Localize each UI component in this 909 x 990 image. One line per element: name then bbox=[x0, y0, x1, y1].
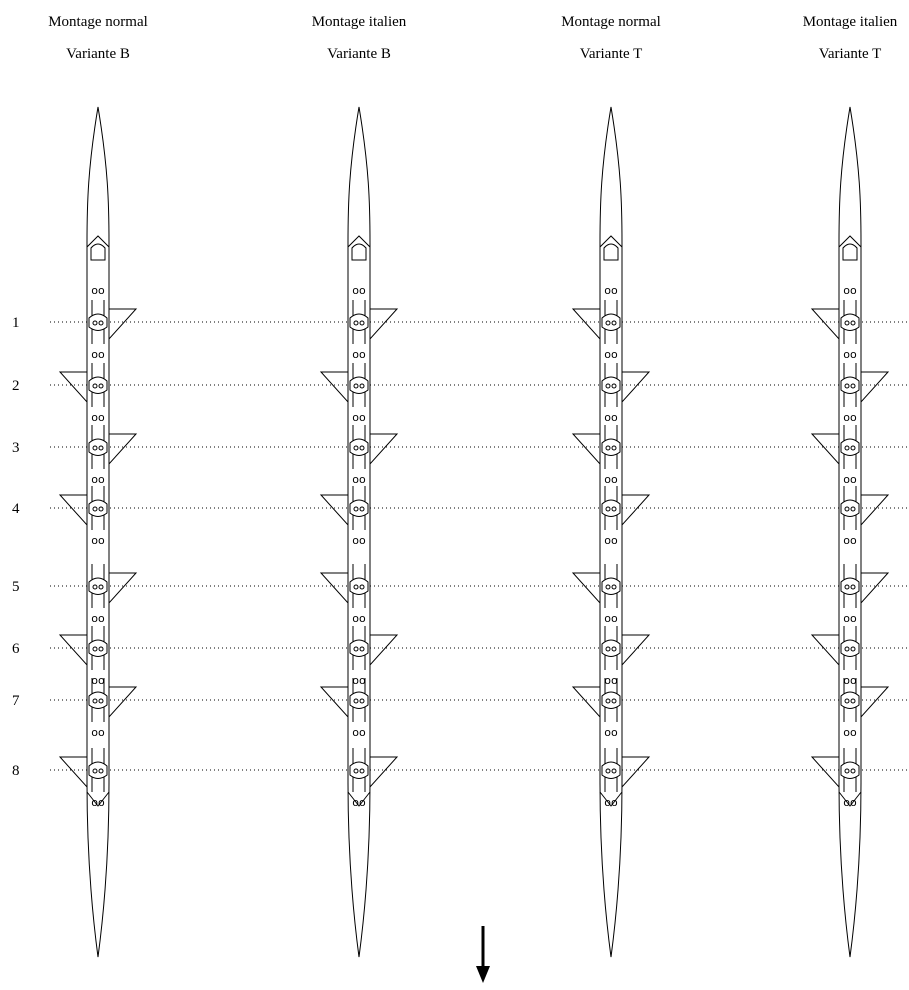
arrow-down-icon bbox=[476, 926, 490, 983]
rigger-left bbox=[571, 572, 601, 605]
svg-text:oo: oo bbox=[604, 534, 618, 547]
svg-text:oo: oo bbox=[843, 726, 857, 739]
rigger-left bbox=[810, 634, 840, 667]
seat-number-label: 1 bbox=[12, 315, 20, 331]
rigger-right bbox=[621, 371, 651, 404]
rigger-left bbox=[58, 634, 88, 667]
svg-text:oo: oo bbox=[352, 284, 366, 297]
seat-number-label: 2 bbox=[12, 378, 20, 394]
svg-text:oo: oo bbox=[91, 473, 105, 486]
rigger-left bbox=[571, 308, 601, 341]
rigger-right bbox=[860, 371, 890, 404]
svg-text:oo: oo bbox=[604, 411, 618, 424]
svg-text:oo: oo bbox=[91, 674, 105, 687]
seat-number-label: 3 bbox=[12, 440, 20, 456]
rigger-right bbox=[108, 572, 138, 605]
svg-text:oo: oo bbox=[352, 411, 366, 424]
boat-title-line2: Variante B bbox=[327, 46, 391, 62]
boat: oo oo oo oo oo oo oo oo oo bbox=[810, 106, 890, 958]
svg-text:oo: oo bbox=[604, 726, 618, 739]
boat-title-line2: Variante T bbox=[580, 46, 643, 62]
svg-text:oo: oo bbox=[352, 674, 366, 687]
rigger-right bbox=[860, 686, 890, 719]
svg-text:oo: oo bbox=[604, 674, 618, 687]
rigger-right bbox=[860, 494, 890, 527]
rigger-left bbox=[571, 433, 601, 466]
svg-text:oo: oo bbox=[91, 796, 105, 809]
boat: oo oo oo oo oo oo oo oo oo bbox=[571, 106, 651, 958]
rigger-left bbox=[319, 686, 349, 719]
rigger-left bbox=[58, 756, 88, 789]
boat-title-line1: Montage italien bbox=[312, 14, 407, 30]
rigger-right bbox=[108, 433, 138, 466]
svg-text:oo: oo bbox=[91, 726, 105, 739]
seat-number-label: 8 bbox=[12, 763, 20, 779]
svg-text:oo: oo bbox=[604, 612, 618, 625]
rigger-right bbox=[369, 756, 399, 789]
rigger-right bbox=[621, 634, 651, 667]
boat: oo oo oo oo oo oo oo oo oo bbox=[58, 106, 138, 958]
svg-text:oo: oo bbox=[604, 348, 618, 361]
rigger-left bbox=[319, 371, 349, 404]
svg-text:oo: oo bbox=[843, 348, 857, 361]
svg-text:oo: oo bbox=[352, 796, 366, 809]
rigger-left bbox=[58, 494, 88, 527]
boat-title-line2: Variante T bbox=[819, 46, 882, 62]
boat-hull bbox=[347, 106, 371, 958]
rigger-left bbox=[810, 433, 840, 466]
rigger-left bbox=[319, 572, 349, 605]
svg-text:oo: oo bbox=[843, 284, 857, 297]
rigger-right bbox=[108, 686, 138, 719]
svg-text:oo: oo bbox=[91, 534, 105, 547]
svg-text:oo: oo bbox=[91, 411, 105, 424]
svg-text:oo: oo bbox=[91, 612, 105, 625]
svg-text:oo: oo bbox=[352, 612, 366, 625]
seat-guide-lines bbox=[50, 321, 909, 771]
svg-text:oo: oo bbox=[91, 284, 105, 297]
svg-text:oo: oo bbox=[604, 284, 618, 297]
svg-text:oo: oo bbox=[843, 534, 857, 547]
rigger-right bbox=[369, 308, 399, 341]
svg-text:oo: oo bbox=[91, 348, 105, 361]
boat-title-line2: Variante B bbox=[66, 46, 130, 62]
svg-text:oo: oo bbox=[352, 534, 366, 547]
boat-title-line1: Montage italien bbox=[803, 14, 898, 30]
svg-text:oo: oo bbox=[843, 796, 857, 809]
rigger-left bbox=[319, 494, 349, 527]
boat-hull bbox=[599, 106, 623, 958]
boat: oo oo oo oo oo oo oo oo oo bbox=[319, 106, 399, 958]
boat-hull bbox=[838, 106, 862, 958]
boat-hull bbox=[86, 106, 110, 958]
svg-text:oo: oo bbox=[843, 411, 857, 424]
boat-title-line1: Montage normal bbox=[48, 14, 148, 30]
rigger-left bbox=[58, 371, 88, 404]
svg-text:oo: oo bbox=[843, 612, 857, 625]
seat-number-label: 6 bbox=[12, 641, 20, 657]
seat-number-label: 4 bbox=[12, 501, 20, 517]
svg-text:oo: oo bbox=[352, 348, 366, 361]
svg-text:oo: oo bbox=[604, 796, 618, 809]
rigger-right bbox=[108, 308, 138, 341]
rigger-left bbox=[810, 756, 840, 789]
boats: oooooooooooooooooooooooooooooooooooooooo… bbox=[58, 106, 890, 958]
svg-text:oo: oo bbox=[604, 473, 618, 486]
seat-number-labels: 1 2 3 4 5 6 7 8 bbox=[12, 315, 20, 779]
svg-text:oo: oo bbox=[843, 674, 857, 687]
rigger-right bbox=[369, 433, 399, 466]
rigger-right bbox=[860, 572, 890, 605]
svg-text:oo: oo bbox=[352, 473, 366, 486]
rigger-left bbox=[810, 308, 840, 341]
rigger-left bbox=[571, 686, 601, 719]
rigger-right bbox=[621, 494, 651, 527]
rigger-right bbox=[621, 756, 651, 789]
boat-title-line1: Montage normal bbox=[561, 14, 661, 30]
svg-text:oo: oo bbox=[843, 473, 857, 486]
seat-number-label: 7 bbox=[12, 693, 20, 709]
rigger-right bbox=[369, 634, 399, 667]
seat-number-label: 5 bbox=[12, 579, 20, 595]
svg-text:oo: oo bbox=[352, 726, 366, 739]
